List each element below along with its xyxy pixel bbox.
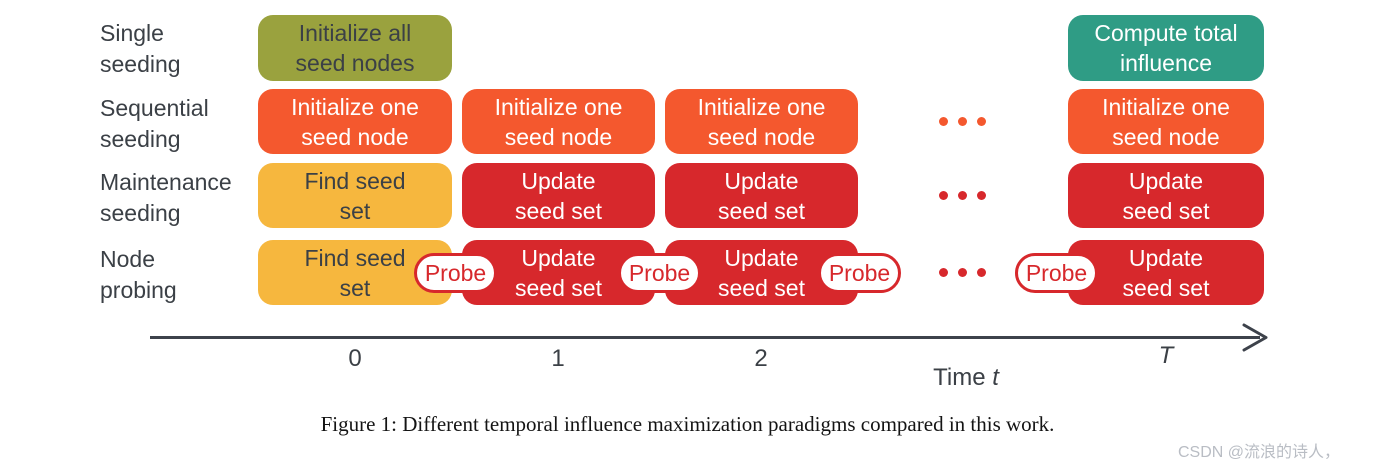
axis-label-variable: t bbox=[992, 364, 999, 391]
row-label-maintenance-seeding: Maintenance seeding bbox=[100, 169, 232, 226]
axis-tick-1: 1 bbox=[551, 345, 565, 372]
row-label-node-probing: Node probing bbox=[100, 246, 177, 303]
axis-arrowhead-icon bbox=[1242, 323, 1268, 352]
maintenance-find-seed-set-box: Find seed set bbox=[258, 163, 452, 228]
dot bbox=[977, 191, 986, 200]
maintenance-update-box-T: Update seed set bbox=[1068, 163, 1264, 228]
sequential-init-box-1: Initialize one seed node bbox=[462, 89, 655, 154]
axis-tick-0: 0 bbox=[348, 345, 362, 372]
sequential-init-box-2: Initialize one seed node bbox=[665, 89, 858, 154]
probing-update-box-T: Update seed set bbox=[1068, 240, 1264, 305]
axis-label-word: Time bbox=[933, 364, 986, 391]
probe-pill-2: Probe bbox=[618, 253, 701, 293]
dot bbox=[958, 117, 967, 126]
probe-pill-3: Probe bbox=[818, 253, 901, 293]
axis-tick-2: 2 bbox=[754, 345, 768, 372]
dot bbox=[958, 268, 967, 277]
maintenance-update-box-2: Update seed set bbox=[665, 163, 858, 228]
row-label-single-seeding: Single seeding bbox=[100, 20, 181, 77]
dot bbox=[939, 268, 948, 277]
dot bbox=[977, 268, 986, 277]
compute-total-influence-box: Compute total influence bbox=[1068, 15, 1264, 81]
dot bbox=[939, 191, 948, 200]
axis-label-time: Time t bbox=[933, 364, 999, 392]
row-label-sequential-seeding: Sequential seeding bbox=[100, 95, 209, 152]
sequential-init-box-0: Initialize one seed node bbox=[258, 89, 452, 154]
probe-pill-1: Probe bbox=[414, 253, 497, 293]
figure-caption: Figure 1: Different temporal influence m… bbox=[320, 412, 1055, 436]
dot bbox=[977, 117, 986, 126]
ellipsis-dots-probing bbox=[939, 268, 986, 277]
axis-tick-T: T bbox=[1158, 342, 1174, 369]
time-axis-line bbox=[150, 336, 1260, 339]
ellipsis-dots-maintenance bbox=[939, 191, 986, 200]
dot bbox=[939, 117, 948, 126]
sequential-init-box-T: Initialize one seed node bbox=[1068, 89, 1264, 154]
dot bbox=[958, 191, 967, 200]
watermark-text: CSDN @流浪的诗人， bbox=[1178, 444, 1341, 461]
ellipsis-dots-sequential bbox=[939, 117, 986, 126]
maintenance-update-box-1: Update seed set bbox=[462, 163, 655, 228]
initialize-all-seed-nodes-box: Initialize all seed nodes bbox=[258, 15, 452, 81]
probe-pill-4: Probe bbox=[1015, 253, 1098, 293]
